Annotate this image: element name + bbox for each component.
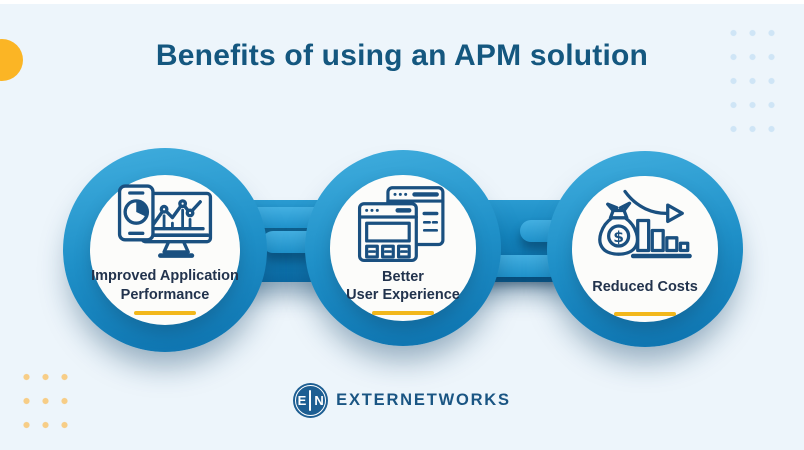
benefit-circle-better-user-experience: Better User Experience — [305, 150, 501, 346]
money-bag-decline-chart-icon: $ — [595, 186, 695, 266]
dot-grid-top-right — [724, 21, 781, 141]
browser-windows-icon — [355, 185, 451, 265]
label-underline — [372, 311, 434, 316]
brand-badge-icon: E N — [293, 383, 329, 418]
application-performance-monitor-icon — [114, 183, 216, 265]
benefit-label: Reduced Costs — [592, 279, 698, 296]
top-edge-strip — [0, 0, 804, 4]
brand-logo: E N EXTERNETWORKS — [0, 383, 804, 418]
benefit-circle-improved-application-performance: Improved Application Performance — [63, 148, 267, 352]
badge-letter-n: N — [314, 393, 324, 408]
benefit-label: Better User Experience — [346, 269, 460, 304]
benefit-inner-circle: Improved Application Performance — [89, 174, 241, 326]
benefit-label: Improved Application Performance — [91, 268, 239, 303]
brand-name: EXTERNETWORKS — [336, 391, 511, 409]
label-underline — [134, 310, 196, 315]
dollar-sign-glyph: $ — [613, 228, 624, 246]
dot-grid-bottom-left — [17, 365, 74, 437]
page-title: Benefits of using an APM solution — [155, 39, 649, 72]
badge-divider — [309, 390, 312, 411]
benefit-inner-circle: $ Reduced Costs — [572, 176, 718, 322]
benefit-circle-reduced-costs: $ Reduced Costs — [547, 151, 743, 347]
badge-letter-e: E — [297, 393, 307, 408]
yellow-circle-decor — [0, 39, 23, 81]
label-underline — [614, 312, 676, 317]
benefit-inner-circle: Better User Experience — [330, 175, 476, 321]
